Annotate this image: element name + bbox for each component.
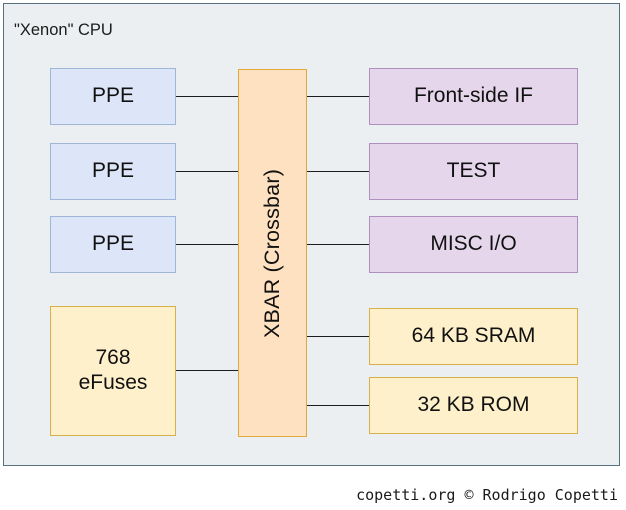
block-test[interactable]: TEST	[369, 143, 578, 200]
wire-xbar-to-frontside-if	[307, 96, 369, 97]
block-ppe-1[interactable]: PPE	[50, 68, 176, 125]
block-ppe-2[interactable]: PPE	[50, 143, 176, 200]
block-xbar-crossbar[interactable]: XBAR (Crossbar)	[238, 69, 307, 437]
block-label-line1: 768	[95, 346, 131, 370]
block-misc-io[interactable]: MISC I/O	[369, 216, 578, 273]
page-title: "Xenon" CPU	[14, 21, 113, 39]
block-label: TEST	[446, 159, 501, 183]
block-label: MISC I/O	[430, 232, 517, 256]
block-label: PPE	[91, 159, 135, 183]
block-ppe-3[interactable]: PPE	[50, 216, 176, 273]
block-label: XBAR (Crossbar)	[259, 168, 284, 338]
wire-efuses-to-xbar	[175, 370, 239, 371]
footer-credit: copetti.org © Rodrigo Copetti	[356, 486, 618, 504]
wire-ppe2-to-xbar	[175, 171, 239, 172]
block-label: PPE	[91, 232, 135, 256]
block-efuses[interactable]: 768 eFuses	[50, 306, 176, 436]
wire-xbar-to-test	[307, 171, 369, 172]
wire-xbar-to-misc-io	[307, 244, 369, 245]
wire-ppe1-to-xbar	[175, 96, 239, 97]
wire-ppe3-to-xbar	[175, 244, 239, 245]
block-front-side-if[interactable]: Front-side IF	[369, 68, 578, 125]
wire-xbar-to-rom	[307, 405, 369, 406]
block-label: 32 KB ROM	[417, 393, 530, 417]
wire-xbar-to-sram	[307, 336, 369, 337]
block-label: PPE	[91, 84, 135, 108]
block-sram[interactable]: 64 KB SRAM	[369, 308, 578, 365]
block-rom[interactable]: 32 KB ROM	[369, 377, 578, 434]
block-label: Front-side IF	[413, 84, 534, 108]
block-label: 64 KB SRAM	[411, 324, 536, 348]
block-label-line2: eFuses	[78, 371, 148, 394]
